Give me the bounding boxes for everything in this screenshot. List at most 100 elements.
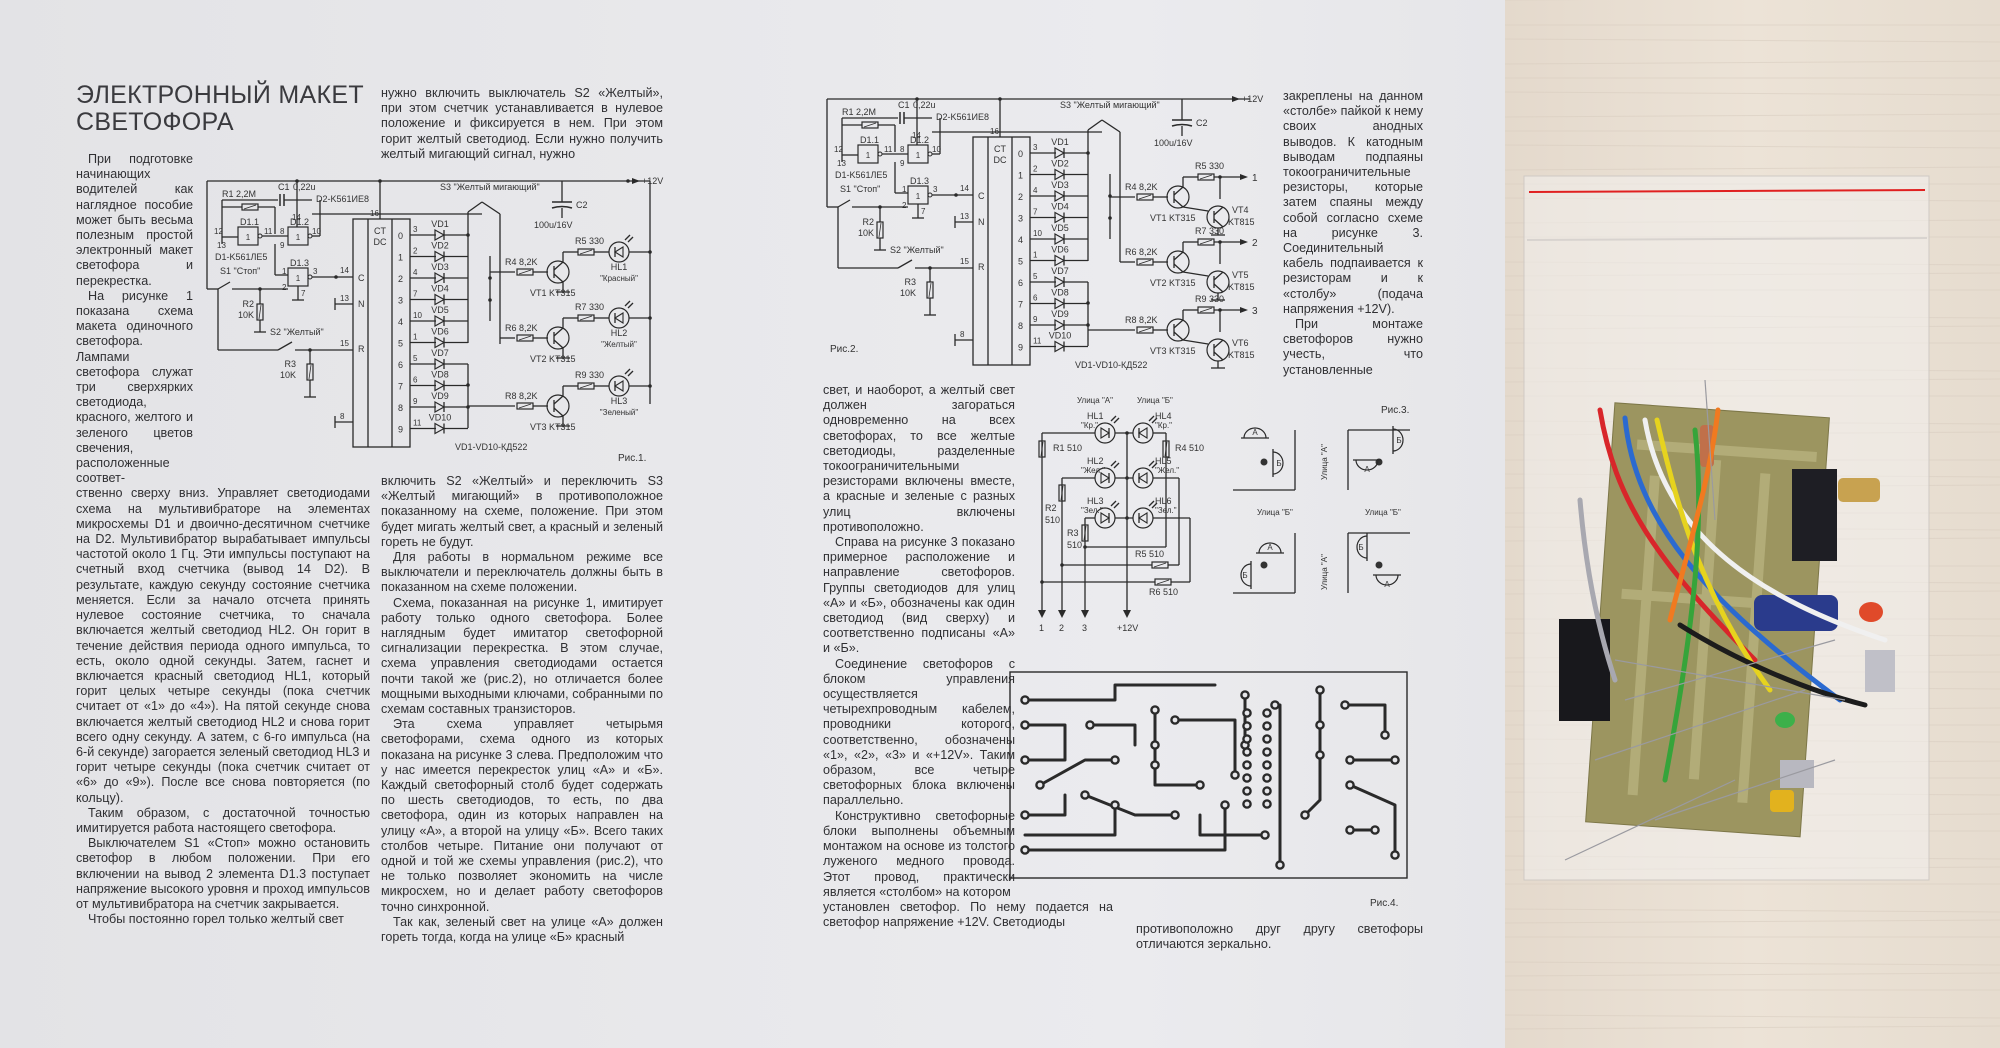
schematic-label: D2-K561ИЕ8 xyxy=(316,194,369,204)
schematic-label: 10 xyxy=(312,227,321,236)
wire xyxy=(481,201,501,215)
schematic-label: VD3 xyxy=(431,262,449,272)
schematic-label: Улица "Б" xyxy=(1257,508,1293,517)
schematic-label: А xyxy=(1384,580,1390,589)
pcb-track xyxy=(1023,793,1067,817)
led-diode xyxy=(1137,427,1148,439)
schematic-label: 3 xyxy=(1252,306,1258,317)
slide-switch xyxy=(1780,760,1814,788)
signal-head xyxy=(1258,542,1282,554)
diode-symbol xyxy=(1054,211,1066,224)
schematic-label: 0 xyxy=(1018,149,1023,159)
schematic-label: 3 xyxy=(1033,143,1038,152)
column-4: закреплены на данном «столбе» пайкой к н… xyxy=(1283,89,1423,378)
wood-grain-line xyxy=(1505,113,2000,118)
wire xyxy=(1173,331,1184,341)
schematic-label: 1 xyxy=(1033,251,1038,260)
pcb-pad xyxy=(1370,825,1380,835)
transistor-symbol xyxy=(1206,270,1230,294)
resistor-hatch xyxy=(518,403,532,409)
junction-dot xyxy=(488,276,492,280)
pcb-pad xyxy=(1150,740,1160,750)
schematic-label: А xyxy=(1267,543,1273,552)
pcb-track xyxy=(1348,783,1397,857)
schematic-label: 3 xyxy=(398,296,403,306)
resistor-hatch xyxy=(1138,194,1152,200)
schematic-label: R4 8,2K xyxy=(1125,182,1158,192)
led-diode xyxy=(1137,472,1148,484)
schematic-label: Рис.3. xyxy=(1381,405,1409,416)
schematic-label: 9 xyxy=(1033,315,1038,324)
schematic-label: 15 xyxy=(960,257,969,266)
ic-pad xyxy=(1242,773,1252,783)
schematic-label: D1-K561ЛЕ5 xyxy=(215,252,267,262)
schematic-label: D1.2 xyxy=(290,217,309,227)
wire xyxy=(553,339,564,349)
resistor-hatch xyxy=(579,383,593,389)
diode-symbol xyxy=(1054,189,1066,203)
transistor-symbol xyxy=(1166,318,1190,342)
wire xyxy=(1110,460,1117,467)
arrow-icon xyxy=(1240,239,1248,245)
schematic-label: HL5 xyxy=(1155,456,1172,466)
wire xyxy=(624,368,631,375)
wire xyxy=(467,201,483,213)
schematic-label: 7 xyxy=(1018,300,1023,310)
schematic-label: 1 xyxy=(916,192,921,201)
ic-pad xyxy=(1262,708,1272,718)
wood-grain-line xyxy=(1505,91,2000,96)
schematic-label: VD2 xyxy=(1051,159,1069,169)
schematic-label: 10K xyxy=(238,310,254,320)
schematic-label: VD6 xyxy=(431,327,449,337)
schematic-label: Рис.2. xyxy=(830,344,858,355)
schematic-label: VT1 KT315 xyxy=(530,288,576,298)
schematic-label: 1 xyxy=(413,333,418,342)
schematic-label: VT3 KT315 xyxy=(1150,346,1196,356)
schematic-label: HL3 xyxy=(611,396,628,406)
pcb-pad xyxy=(1390,850,1400,860)
pcb-track xyxy=(1083,793,1177,817)
resistor-hatch xyxy=(1199,239,1213,245)
schematic-label: 9 xyxy=(280,241,285,250)
diode-symbol xyxy=(1054,318,1066,332)
schematic-label: 4 xyxy=(398,317,403,327)
schematic-label: 510 xyxy=(1045,515,1060,525)
paragraph: противоположно друг другу светофоры отли… xyxy=(1136,922,1423,952)
pcb-traces xyxy=(1621,439,1817,804)
column-1: При подготовке начинающих водителей как … xyxy=(76,152,370,927)
pcb-pad xyxy=(1110,755,1120,765)
wire xyxy=(837,199,851,208)
pcb-track xyxy=(1088,723,1137,747)
schematic-label: 1 xyxy=(866,151,871,160)
pcb-track xyxy=(1153,708,1202,787)
schematic-label: 9 xyxy=(398,425,403,435)
schematic-label: 14 xyxy=(960,184,969,193)
wood-grain-line xyxy=(1505,1025,2000,1030)
resistor-hatch xyxy=(928,282,932,298)
schematic-label: C1 xyxy=(278,182,290,192)
resistor-hatch xyxy=(1199,307,1213,313)
junction-dot xyxy=(878,205,882,209)
wire xyxy=(1173,319,1184,329)
schematic-label: 8 xyxy=(340,412,345,421)
schematic-label: VD4 xyxy=(431,284,449,294)
ceramic-capacitor xyxy=(1838,478,1880,502)
inverter-bubble xyxy=(257,233,263,239)
junction-dot xyxy=(378,179,382,183)
schematic-label: R8 8,2K xyxy=(1125,315,1158,325)
schematic-label: 11 xyxy=(1033,337,1042,346)
resistor-symbol xyxy=(1162,440,1170,458)
led-diode xyxy=(1100,427,1111,439)
schematic-label: 2 xyxy=(282,283,287,292)
ic-chip-k561ie8 xyxy=(1792,469,1837,561)
junction-dot xyxy=(1060,563,1064,567)
wire xyxy=(624,300,631,307)
resistor-hatch xyxy=(878,222,882,238)
wire xyxy=(897,259,913,269)
paragraph: ственно сверху вниз. Управляет светодиод… xyxy=(76,486,370,805)
schematic-label: Улица "А" xyxy=(1320,554,1329,590)
schematic-label: VD8 xyxy=(431,370,449,380)
wire xyxy=(1173,186,1184,196)
inverter-bubble xyxy=(307,274,313,280)
kit-photo xyxy=(1505,0,2000,1048)
